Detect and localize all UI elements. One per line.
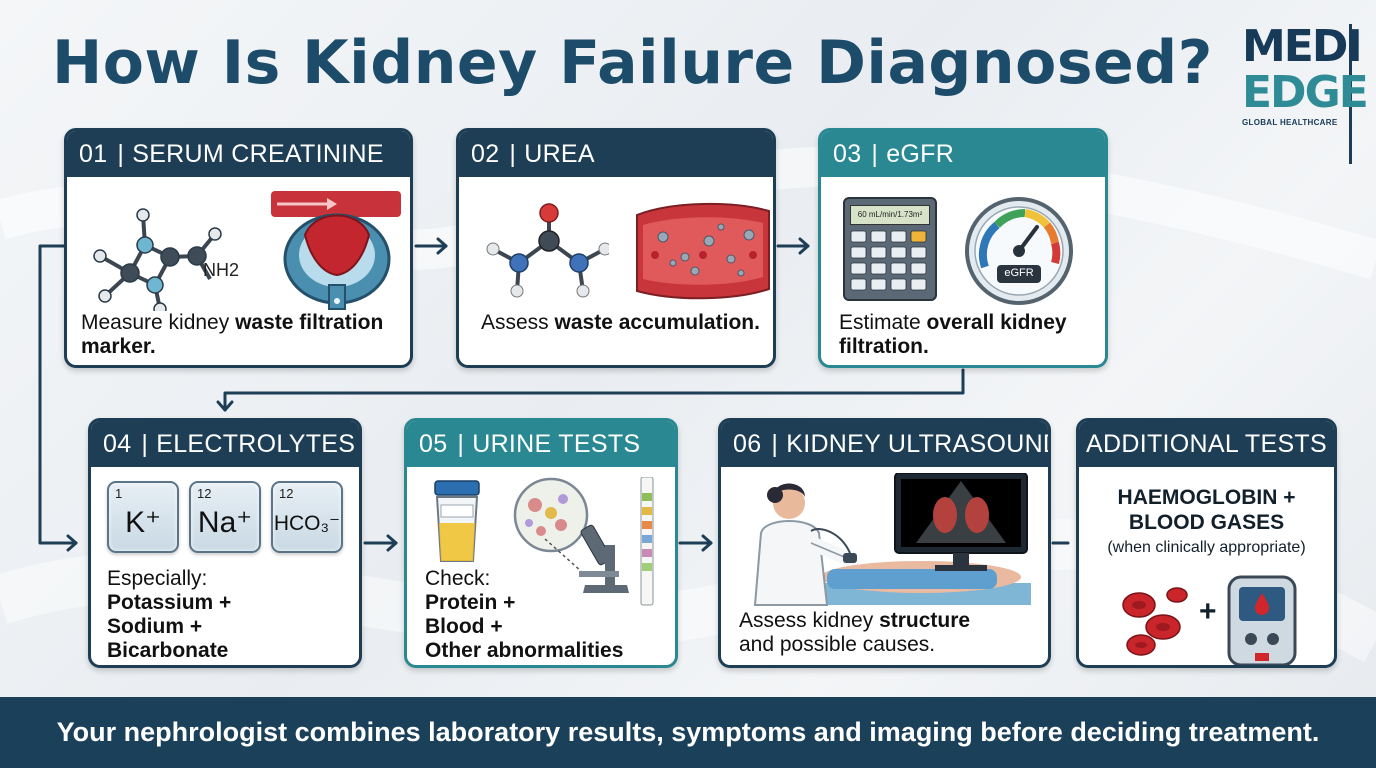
card-egfr: 03 | eGFR 60 mL/min/1.73m² [818,128,1108,368]
calculator-keys [850,230,927,291]
card-description: Especially: Potassium + Sodium + Bicarbo… [107,567,232,662]
card-description: Assess kidney structure and possible cau… [739,609,971,656]
logo-tagline: GLOBAL HEALTHCARE [1242,118,1338,127]
card-header: 06 | KIDNEY ULTRASOUND [721,421,1048,467]
card-number: 05 [419,429,448,458]
card-title: SERUM CREATININE [132,139,384,168]
card-title: URINE TESTS [472,429,641,458]
amine-label: NH2 [203,260,240,280]
blood-gas-meter-icon [1227,575,1297,665]
element-symbol: Na⁺ [197,506,253,539]
footer-banner: Your nephrologist combines laboratory re… [0,697,1376,768]
separator: | [117,139,125,168]
card-title: eGFR [886,139,955,168]
card-title: ADDITIONAL TESTS [1086,429,1327,458]
card-header: 05 | URINE TESTS [407,421,675,467]
card-description: Estimate overall kidney filtration. [839,311,1067,358]
plus-sign: + [1199,595,1217,628]
card-number: 03 [833,139,862,168]
card-number: 02 [471,139,500,168]
red-blood-cells-icon [1122,587,1188,656]
urine-sample-cup-icon [434,480,480,562]
card-number: 01 [79,139,108,168]
logo-line-2: EDGE [1242,67,1369,118]
card-number: 06 [733,429,762,458]
separator: | [771,429,779,458]
additional-tests-headline: HAEMOGLOBIN + BLOOD GASES [1117,486,1296,534]
card-urea: 02 | UREA [456,128,776,368]
card-additional-tests: ADDITIONAL TESTS HAEMOGLOBIN + BLOOD GAS… [1076,418,1337,668]
element-tile-potassium: 1 K⁺ [107,481,179,553]
card-header: 04 | ELECTROLYTES [91,421,359,467]
ultrasound-scene-icon [753,473,1031,606]
card-header: ADDITIONAL TESTS [1079,421,1334,467]
element-number: 12 [279,486,294,501]
page-title: How Is Kidney Failure Diagnosed? [52,28,1213,98]
separator: | [141,429,149,458]
gauge-label: eGFR [1004,267,1034,279]
calculator-icon: 60 mL/min/1.73m² [843,197,937,301]
element-symbol: HCO₃⁻ [273,512,341,535]
card-header: 03 | eGFR [821,131,1105,177]
calculator-display: 60 mL/min/1.73m² [850,205,930,225]
card-description: Check: Protein + Blood + Other abnormali… [425,567,624,662]
card-description: Assess waste accumulation. [481,311,760,334]
blood-vessel-icon [636,202,770,300]
card-header: 01 | SERUM CREATININE [67,131,410,177]
urea-molecule-icon [486,203,609,298]
card-serum-creatinine: 01 | SERUM CREATININE [64,128,413,368]
arrow-3-4 [223,368,965,412]
separator: | [457,429,465,458]
element-number: 12 [197,486,212,501]
element-symbol: K⁺ [125,506,161,539]
element-number: 1 [115,486,123,501]
card-header: 02 | UREA [459,131,773,177]
microscope-icon [513,477,629,593]
additional-tests-note: (when clinically appropriate) [1107,539,1306,556]
card-number: 04 [103,429,132,458]
element-tile-sodium: 12 Na⁺ [189,481,261,553]
card-electrolytes: 04 | ELECTROLYTES 1 K⁺ 12 Na⁺ 12 HCO₃⁻ E… [88,418,362,668]
card-description: Measure kidney waste filtration marker. [81,311,384,358]
test-strip-icon [640,477,654,606]
creatinine-molecule-icon [93,208,222,311]
card-title: UREA [524,139,595,168]
brand-logo: MEDI EDGE GLOBAL HEALTHCARE [1236,21,1369,164]
separator: | [509,139,517,168]
gauge-icon [965,197,1073,305]
separator: | [871,139,879,168]
card-title: ELECTROLYTES [156,429,356,458]
element-tile-bicarbonate: 12 HCO₃⁻ [271,481,343,553]
card-title: KIDNEY ULTRASOUND [786,429,1051,458]
card-kidney-ultrasound: 06 | KIDNEY ULTRASOUND [718,418,1051,668]
card-urine-tests: 05 | URINE TESTS [404,418,678,668]
nephron-filtration-icon [271,191,401,310]
logo-line-1: MEDI [1242,21,1363,72]
